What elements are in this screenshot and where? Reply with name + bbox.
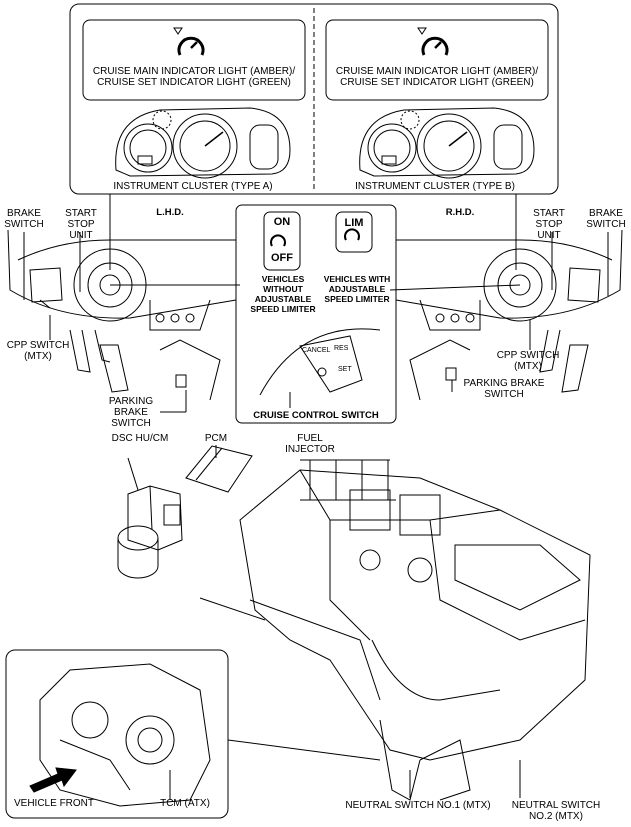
- rhd-brake-switch-label: BRAKE SWITCH: [586, 208, 626, 230]
- on-label: ON: [273, 216, 291, 228]
- dsc-unit: [117, 457, 183, 579]
- switch-set-label: SET: [338, 366, 352, 373]
- lhd-start-stop-label: START STOP UNIT: [65, 208, 97, 241]
- engine-assembly: [199, 459, 591, 801]
- switch-res-label: RES: [334, 345, 349, 352]
- switch-cancel-label: CANCEL: [302, 347, 331, 354]
- tcm-label: TCM (ATX): [160, 798, 210, 809]
- transaxle-assembly: [39, 663, 211, 807]
- dsc-label: DSC HU/CM: [111, 433, 169, 444]
- neutral-switch-2-label: NEUTRAL SWITCH NO.2 (MTX): [511, 800, 601, 822]
- lhd-label: L.H.D.: [156, 207, 184, 218]
- cruise-indicator-label-left: CRUISE MAIN INDICATOR LIGHT (AMBER)/ CRU…: [92, 66, 296, 88]
- neutral-switch-1-label: NEUTRAL SWITCH NO.1 (MTX): [345, 800, 491, 811]
- instrument-cluster-type-b-label: INSTRUMENT CLUSTER (TYPE B): [355, 181, 515, 192]
- rhd-parking-brake-label: PARKING BRAKE SWITCH: [463, 378, 545, 400]
- lim-label: LIM: [344, 217, 364, 229]
- instrument-cluster-type-a: [115, 107, 291, 179]
- lhd-brake-switch-label: BRAKE SWITCH: [4, 208, 44, 230]
- without-limiter-label: VEHICLES WITHOUT ADJUSTABLE SPEED LIMITE…: [250, 274, 316, 314]
- cruise-indicator-label-right: CRUISE MAIN INDICATOR LIGHT (AMBER)/ CRU…: [335, 66, 539, 88]
- lim-button: [335, 211, 373, 253]
- lhd-parking-brake-label: PARKING BRAKE SWITCH: [108, 396, 154, 429]
- vehicle-front-label: VEHICLE FRONT: [14, 798, 95, 809]
- cruise-icon-right: [417, 27, 449, 56]
- cruise-control-panel: [235, 204, 397, 424]
- fuel-injector-label: FUEL INJECTOR: [285, 433, 335, 455]
- lhd-dashboard: [7, 229, 237, 401]
- instrument-callout-box: [69, 3, 559, 195]
- instrument-cluster-type-a-label: INSTRUMENT CLUSTER (TYPE A): [113, 181, 273, 192]
- cruise-icon-left: [173, 27, 205, 56]
- instrument-cluster-type-b: [359, 107, 535, 179]
- rhd-label: R.H.D.: [445, 207, 475, 218]
- off-label: OFF: [271, 252, 293, 264]
- lhd-cpp-switch-label: CPP SWITCH (MTX): [6, 340, 70, 362]
- cruise-control-switch-label: CRUISE CONTROL SWITCH: [253, 410, 379, 421]
- rhd-cpp-switch-label: CPP SWITCH (MTX): [496, 350, 560, 372]
- vehicle-front-arrow: [29, 767, 77, 793]
- with-limiter-label: VEHICLES WITH ADJUSTABLE SPEED LIMITER: [323, 274, 391, 304]
- transaxle-callout-box: [5, 649, 229, 819]
- rhd-dashboard: [395, 229, 623, 401]
- rhd-start-stop-label: START STOP UNIT: [533, 208, 565, 241]
- pcm-label: PCM: [204, 433, 228, 444]
- on-off-button: [263, 211, 301, 271]
- pcm-unit: [185, 445, 253, 493]
